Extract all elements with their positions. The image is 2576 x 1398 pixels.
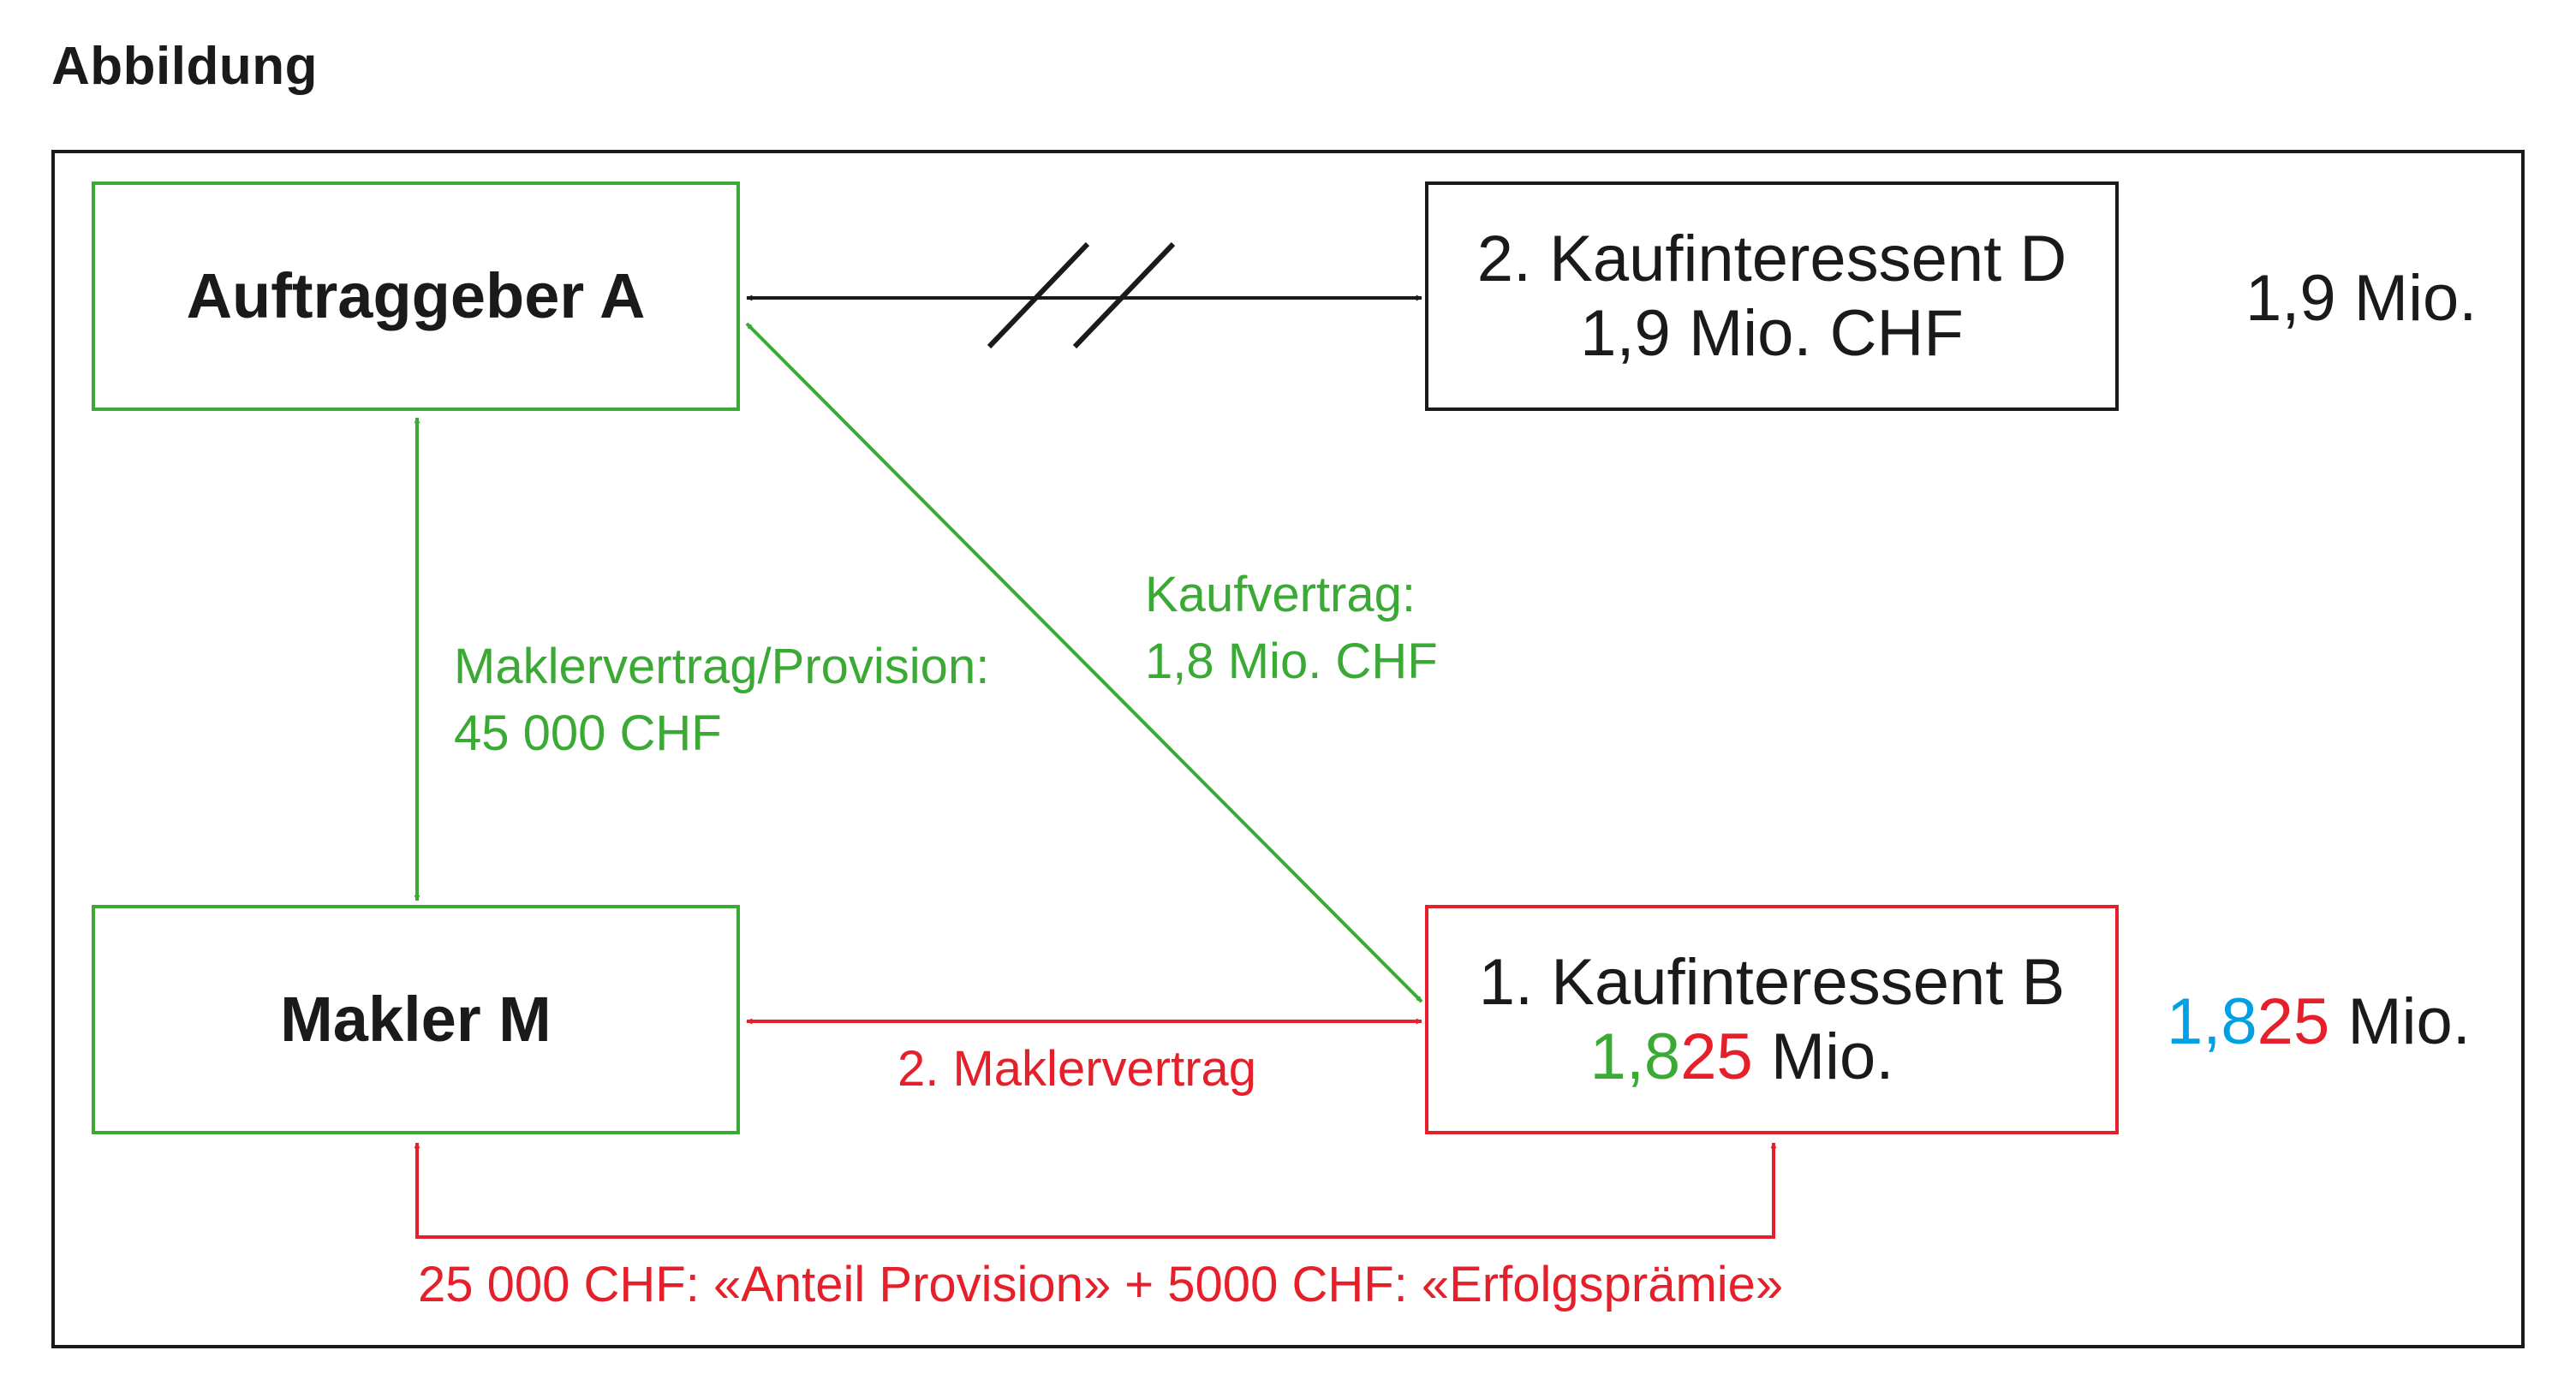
- edge-label-kaufvertrag: Kaufvertrag: 1,8 Mio. CHF: [1145, 562, 1438, 695]
- node-interessent-d-name: 2. Kaufinteressent D: [1476, 222, 2067, 295]
- side-value-b-part2: 8: [2221, 985, 2257, 1058]
- edge-label-maklervertrag-line1: Maklervertrag/Provision:: [454, 639, 990, 694]
- edge-m-b-bottom: [414, 1142, 1777, 1239]
- node-interessent-d-offer: 1,9 Mio. CHF: [1580, 297, 1964, 370]
- edge-a-b: [745, 322, 1423, 1003]
- side-value-d: 1,9 Mio.: [2245, 262, 2478, 335]
- figure-heading: Abbildung: [51, 37, 318, 96]
- edge-a-d-break-1: [987, 241, 1090, 349]
- node-interessent-d: 2. Kaufinteressent D 1,9 Mio. CHF: [1425, 181, 2119, 411]
- node-auftraggeber-label: Auftraggeber A: [186, 260, 646, 332]
- edge-label-maklervertrag-line2: 45 000 CHF: [454, 705, 722, 761]
- diagram-frame: [51, 150, 2525, 1348]
- node-interessent-b-offer-suffix: Mio.: [1752, 1020, 1894, 1093]
- edge-label-bottom: 25 000 CHF: «Anteil Provision» + 5000 CH…: [418, 1257, 1784, 1312]
- node-interessent-b-offer-part2: 25: [1680, 1020, 1753, 1093]
- node-interessent-b: 1. Kaufinteressent B 1,825 Mio.: [1425, 905, 2119, 1134]
- side-value-b-part3: 25: [2257, 985, 2330, 1058]
- node-auftraggeber: Auftraggeber A: [92, 181, 740, 411]
- side-value-b: 1,825 Mio.: [2167, 985, 2471, 1059]
- edge-a-d-break-2: [1072, 241, 1176, 349]
- edge-label-kaufvertrag-line2: 1,8 Mio. CHF: [1145, 634, 1438, 689]
- edge-label-maklervertrag: Maklervertrag/Provision: 45 000 CHF: [454, 634, 989, 767]
- edge-label-kaufvertrag-line1: Kaufvertrag:: [1145, 567, 1416, 622]
- side-value-b-part1: 1,: [2167, 985, 2221, 1058]
- node-makler-label: Makler M: [280, 984, 552, 1056]
- node-interessent-b-name: 1. Kaufinteressent B: [1478, 945, 2066, 1019]
- node-interessent-b-offer: 1,825 Mio.: [1590, 1020, 1954, 1094]
- node-interessent-b-offer-part1: 1,8: [1589, 1020, 1681, 1093]
- node-makler: Makler M: [92, 905, 740, 1134]
- side-value-b-suffix: Mio.: [2329, 985, 2471, 1058]
- edge-label-maklervertrag-2: 2. Maklervertrag: [897, 1041, 1257, 1097]
